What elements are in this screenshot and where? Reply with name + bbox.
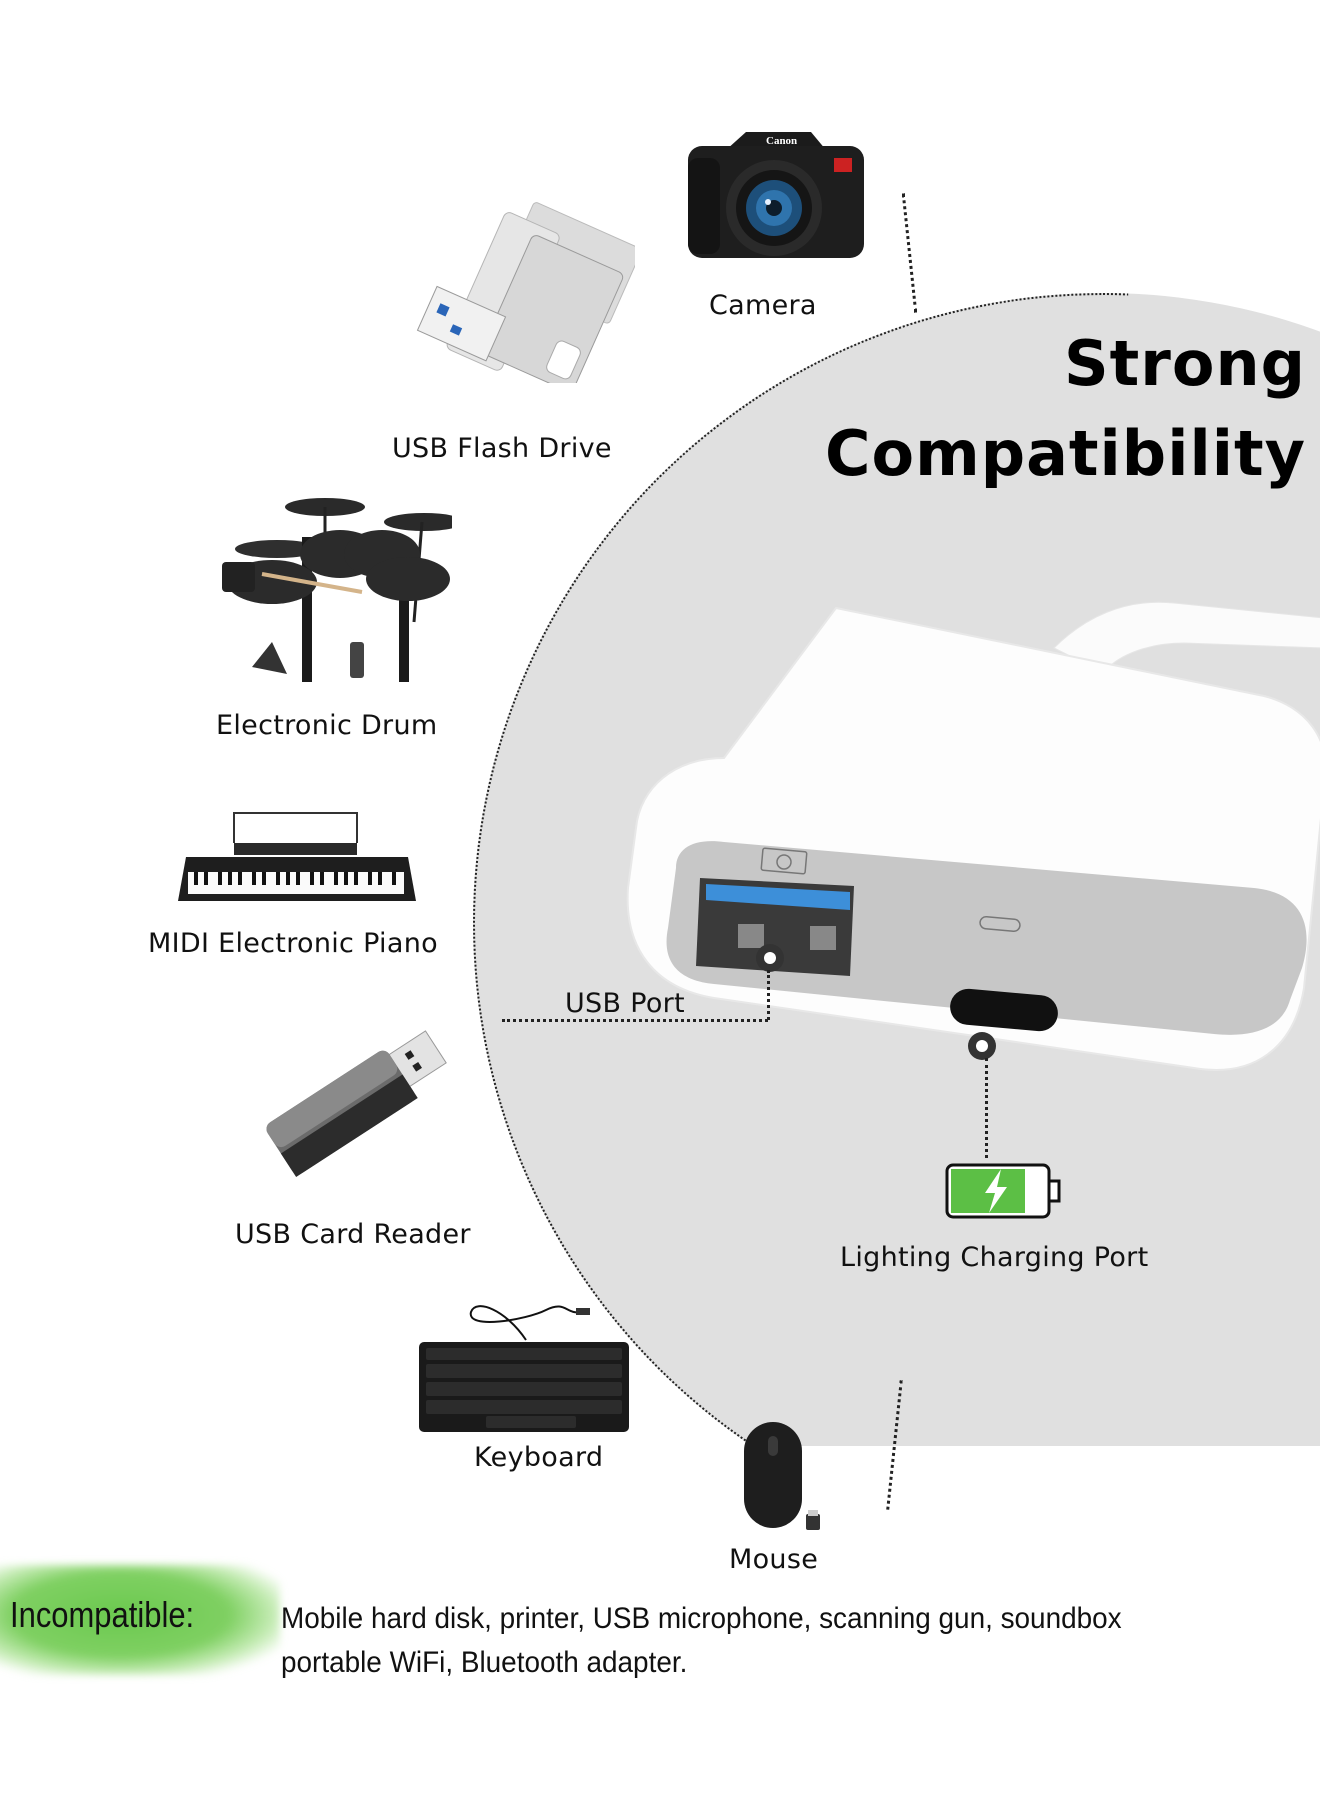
device-label-camera: Camera <box>709 290 817 321</box>
lightning-camera-adapter <box>614 588 1320 1098</box>
usb-flash-drive-image <box>410 193 642 392</box>
usb-port-connector-v <box>767 970 770 1020</box>
incompatible-label: Incompatible: <box>10 1594 195 1635</box>
incompatible-line-1: Mobile hard disk, printer, USB microphon… <box>281 1602 1122 1635</box>
charging-port-label: Lighting Charging Port <box>840 1242 1149 1273</box>
piano-keyboard-icon <box>178 812 416 901</box>
svg-text:Canon: Canon <box>766 135 797 147</box>
heading-strong: Strong <box>1064 327 1306 400</box>
incompatible-list: Mobile hard disk, printer, USB microphon… <box>281 1597 1320 1685</box>
midi-piano-image <box>172 807 422 910</box>
heading-compatibility: Compatibility <box>825 417 1306 490</box>
mouse-icon <box>744 1422 820 1530</box>
electronic-drum-image <box>222 482 464 692</box>
charging-port-connector <box>985 1058 988 1158</box>
battery-charging-icon <box>945 1163 1061 1219</box>
camera-icon: Canon <box>688 132 864 258</box>
drum-kit-icon <box>222 498 464 692</box>
keyboard-image <box>416 1290 631 1435</box>
device-label-keyboard: Keyboard <box>474 1442 604 1473</box>
battery-image <box>945 1163 1065 1219</box>
incompatible-line-2: portable WiFi, Bluetooth adapter. <box>281 1646 688 1679</box>
usb-card-reader-image <box>258 1022 458 1192</box>
camera-image: Canon <box>686 128 866 263</box>
usb-port-connector-h <box>502 1019 768 1022</box>
device-label-usb-card-reader: USB Card Reader <box>235 1219 471 1250</box>
device-label-midi-piano: MIDI Electronic Piano <box>148 928 438 959</box>
card-reader-icon <box>266 1030 447 1177</box>
camera-connector-line <box>901 193 918 313</box>
adapter-icon <box>626 601 1320 1071</box>
usb-flash-drive-icon <box>416 202 642 392</box>
mouse-image <box>742 1420 822 1532</box>
usb-port-label: USB Port <box>565 988 685 1019</box>
device-label-electronic-drum: Electronic Drum <box>216 710 438 741</box>
device-label-usb-flash-drive: USB Flash Drive <box>392 433 612 464</box>
keyboard-icon <box>419 1305 629 1432</box>
incompatible-highlight <box>0 1565 280 1675</box>
device-label-mouse: Mouse <box>729 1544 819 1575</box>
